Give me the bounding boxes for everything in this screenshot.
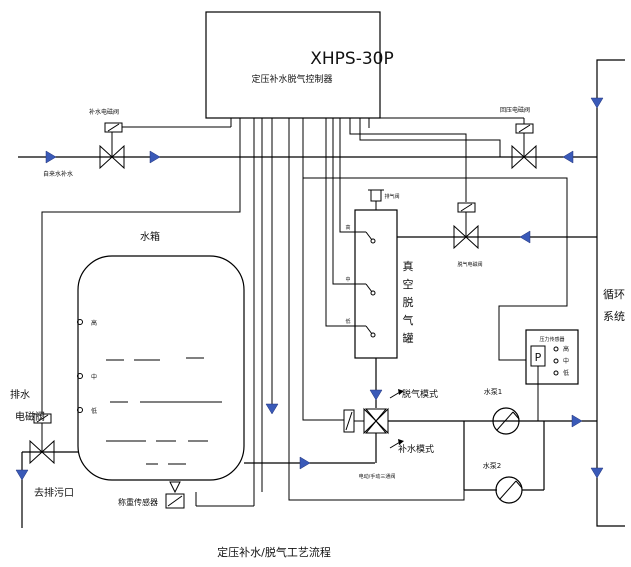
weight-sensor: 称重传感器 (118, 481, 185, 509)
flow-arrow-down (369, 389, 383, 401)
signal-wires (41, 118, 568, 507)
flow-arrow-down (590, 467, 604, 479)
pressure-out-mid: 中 (563, 357, 569, 365)
flow-arrow-right (45, 150, 57, 164)
refill-mode-label: 补水模式 (398, 443, 434, 455)
controller-box: XHPS-30P 定压补水脱气控制器 (205, 11, 394, 119)
tank-level-high: 高 (91, 319, 97, 327)
float-low: 低 (345, 318, 350, 325)
circulation-system: 循环 系统 (590, 59, 625, 527)
system-label-line1: 循环 (603, 288, 625, 301)
flow-arrow-down (590, 97, 604, 109)
pressure-box-title: 压力传感器 (539, 336, 564, 343)
drain-label-line1: 排水 (10, 388, 30, 401)
vent-valve-label: 排气阀 (384, 193, 399, 200)
pump-1-label: 水泵1 (484, 387, 502, 396)
vacuum-degasser: 排气阀 真 空 脱 气 罐 高 中 低 (345, 189, 414, 408)
flow-arrow-left (519, 230, 531, 244)
degasser-char: 真 (403, 259, 414, 273)
return-solenoid-valve: 回压电磁阀 (368, 106, 537, 170)
degasser-char: 气 (403, 313, 414, 327)
degasser-char: 脱 (403, 295, 414, 309)
controller-name: 定压补水脱气控制器 (251, 73, 332, 85)
degasser-char: 空 (403, 277, 414, 291)
flow-arrow-right (571, 414, 583, 428)
degas-mode-label: 脱气模式 (402, 388, 438, 400)
flow-arrow-down (15, 469, 29, 481)
drain-valve: 排水 电磁阀 去排污口 (10, 388, 78, 528)
degas-valve-label: 脱气电磁阀 (457, 261, 482, 268)
drain-label-line2: 电磁阀 (15, 410, 45, 423)
degas-valve: 脱气电磁阀 (397, 202, 597, 268)
controller-model: XHPS-30P (310, 49, 394, 69)
pump-1: 水泵1 (484, 387, 520, 435)
tank-level-low: 低 (91, 407, 97, 415)
mode-annotations: 脱气模式 补水模式 (389, 388, 438, 455)
flow-arrow-down (265, 403, 279, 415)
flow-arrow-right (299, 456, 311, 470)
pump-2: 水泵2 (483, 461, 523, 504)
three-way-label: 电动/手动三通阀 (359, 473, 396, 480)
diagram-caption: 定压补水/脱气工艺流程 (217, 545, 331, 559)
pressure-out-low: 低 (563, 369, 569, 377)
pressure-sensor: 压力传感器 P 高 中 低 (525, 329, 579, 421)
inlet-solenoid-valve: 补水电磁阀 (89, 108, 232, 170)
supply-line: 自来水补水 (18, 150, 597, 178)
flow-arrow-right (149, 150, 161, 164)
system-label-line2: 系统 (603, 310, 625, 323)
float-switches (355, 231, 376, 338)
degasser-char: 罐 (403, 332, 414, 345)
pressure-indicator: P (535, 351, 542, 364)
pumps: 水泵1 水泵2 (463, 387, 545, 504)
return-valve-label: 回压电磁阀 (500, 106, 530, 114)
pump-2-label: 水泵2 (483, 461, 501, 470)
inlet-pipe-label: 自来水补水 (43, 170, 73, 178)
drain-outlet-label: 去排污口 (34, 486, 74, 499)
three-way-valve: 电动/手动三通阀 (343, 407, 597, 480)
water-surface (106, 357, 222, 465)
float-high: 高 (345, 224, 350, 231)
float-mid: 中 (345, 276, 350, 283)
pressure-out-high: 高 (563, 345, 569, 353)
flow-arrow-left (562, 150, 574, 164)
tank-level-mid: 中 (91, 373, 97, 381)
inlet-valve-label: 补水电磁阀 (89, 108, 119, 116)
weight-sensor-label: 称重传感器 (118, 497, 158, 507)
water-tank: 水箱 高 中 低 (77, 230, 375, 481)
tank-label: 水箱 (140, 230, 160, 243)
